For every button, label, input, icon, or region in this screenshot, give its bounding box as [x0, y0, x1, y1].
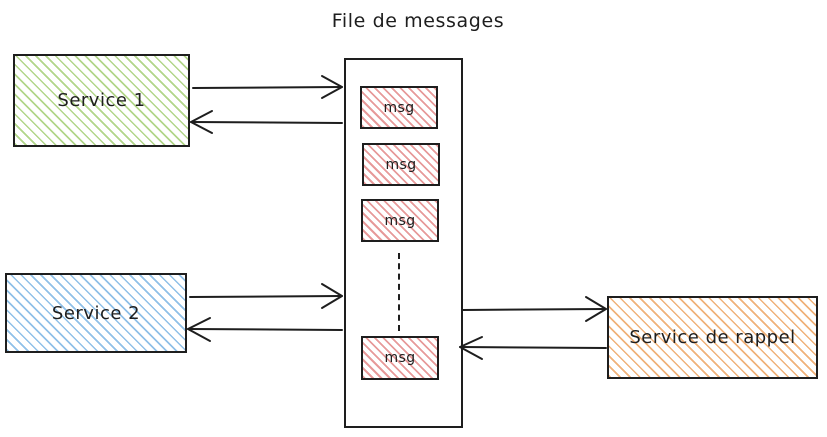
- node-callback-service-label: Service de rappel: [629, 327, 796, 348]
- node-service-1-label: Service 1: [57, 90, 146, 111]
- message-item[interactable]: msg: [360, 86, 438, 129]
- message-item-label: msg: [383, 99, 415, 116]
- node-callback-service[interactable]: Service de rappel: [607, 296, 818, 379]
- node-service-1[interactable]: Service 1: [13, 54, 190, 147]
- message-item-label: msg: [384, 350, 416, 366]
- message-item-label: msg: [385, 156, 417, 173]
- message-item[interactable]: msg: [361, 199, 439, 242]
- arrow-queue-to-callback: [462, 296, 607, 322]
- message-ellipsis-dashed-line: [398, 253, 400, 331]
- message-item[interactable]: msg: [361, 336, 439, 380]
- arrow-queue-to-service2: [187, 317, 343, 342]
- node-service-2[interactable]: Service 2: [5, 273, 187, 353]
- arrow-callback-to-queue: [459, 336, 607, 360]
- diagram-title: File de messages: [331, 10, 505, 32]
- arrow-service1-to-queue: [192, 75, 343, 99]
- node-service-2-label: Service 2: [51, 302, 141, 324]
- arrow-service2-to-queue: [189, 283, 343, 309]
- message-item[interactable]: msg: [362, 143, 440, 186]
- message-item-label: msg: [384, 212, 416, 229]
- arrow-queue-to-service1: [190, 110, 343, 134]
